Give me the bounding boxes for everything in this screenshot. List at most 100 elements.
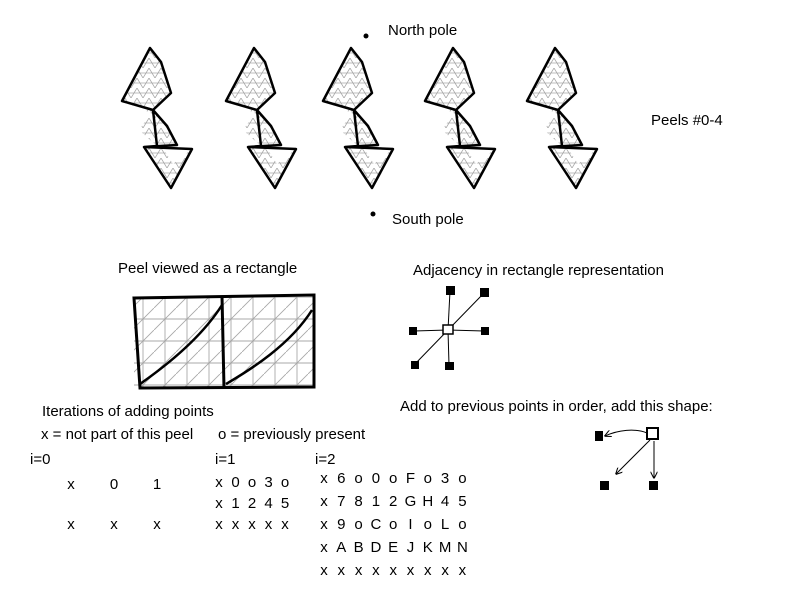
peels-group <box>120 46 599 190</box>
grid-i2-cell: 8 <box>354 493 363 510</box>
legend-o-label: o = previously present <box>218 426 366 443</box>
shape-node-left <box>595 431 603 441</box>
grid-i2-cell: 7 <box>337 493 346 510</box>
grid-i2-cell: 2 <box>389 493 398 510</box>
peel-0 <box>120 46 194 190</box>
grid-i2-cell: x <box>320 470 328 487</box>
grid-i2-cell: o <box>423 470 432 487</box>
north-pole-label: North pole <box>388 22 458 39</box>
north-pole-dot <box>363 33 369 39</box>
grid-i0-cell: x <box>67 476 75 493</box>
shape-node-lower-left <box>600 481 609 490</box>
grid-i2-cell: o <box>423 516 432 533</box>
peel-rectangle <box>132 293 316 390</box>
grid-i0-cell: 1 <box>152 476 162 493</box>
add-shape-label: Add to previous points in order, add thi… <box>400 398 713 415</box>
grid-i1-cell: 0 <box>231 474 240 491</box>
grid-i2-cell: x <box>320 562 328 579</box>
adjacency-node-left <box>409 327 417 335</box>
grid-i2-cell: E <box>388 539 399 556</box>
grid-i0-cell: x <box>153 516 161 533</box>
grid-i1-cell: x <box>215 474 223 491</box>
grid-i2-cell: o <box>354 516 363 533</box>
iterations-label: Iterations of adding points <box>42 403 214 420</box>
grid-i1-cell: o <box>280 474 290 491</box>
grid-i2-cell: x <box>320 493 328 510</box>
grid-i2-cell: 0 <box>371 470 381 487</box>
grid-i2-cell: 4 <box>440 493 450 510</box>
grid-i0-cell: x <box>110 516 118 533</box>
shape-source-node <box>646 427 659 440</box>
adjacency-node-lower <box>445 362 454 370</box>
grid-i2-cell: x <box>458 562 467 579</box>
grid-i2-cell: 6 <box>337 470 346 487</box>
grid-i2-cell: 1 <box>371 493 381 510</box>
grid-i2-cell: x <box>406 562 415 579</box>
grid-i2-cell: C <box>370 516 382 533</box>
rect-view-label: Peel viewed as a rectangle <box>118 260 298 277</box>
grid-i2-cell: x <box>372 562 380 579</box>
grid-i2-cell: N <box>456 539 468 556</box>
grid-i2-cell: F <box>405 470 416 487</box>
grid-i2-cell: x <box>389 562 397 579</box>
grid-i2-cell: H <box>422 493 434 510</box>
iteration-i0-label: i=0 <box>30 451 51 468</box>
grid-i2-cell: J <box>406 539 415 556</box>
peel-2 <box>321 46 395 190</box>
grid-i2-cell: 5 <box>458 493 467 510</box>
add-shape-diagram <box>595 427 659 490</box>
south-pole-dot <box>370 211 376 217</box>
iteration-i2-label: i=2 <box>315 451 336 468</box>
legend-x-label: x = not part of this peel <box>41 426 194 443</box>
adjacency-node-lower-left <box>411 361 419 369</box>
grid-i2-cell: o <box>354 470 363 487</box>
grid-i1-cell: x <box>281 516 289 533</box>
grid-i1-cell: o <box>247 474 257 491</box>
peel-3 <box>423 46 497 190</box>
grid-i1-cell: x <box>264 516 273 533</box>
south-pole-label: South pole <box>392 211 464 228</box>
grid-i2-cell: A <box>336 539 347 556</box>
grid-i2-cell: x <box>441 562 449 579</box>
grid-i2-cell: 9 <box>337 516 346 533</box>
peels-label: Peels #0-4 <box>651 112 723 129</box>
grid-i2-cell: M <box>438 539 452 556</box>
grid-i1-cell: 2 <box>247 495 257 512</box>
grid-i2-cell: G <box>404 493 417 510</box>
peel-4 <box>525 46 599 190</box>
grid-i1-cell: x <box>248 516 256 533</box>
grid-i2-cell: L <box>440 516 450 533</box>
grid-i2-cell: x <box>320 516 328 533</box>
adjacency-node-right <box>481 327 489 335</box>
adjacency-diagram <box>409 286 489 370</box>
adjacency-center-node <box>442 324 454 335</box>
grid-i1-cell: 3 <box>264 474 273 491</box>
grid-i1-cell: x <box>215 495 223 512</box>
grid-i0-cell: x <box>67 516 75 533</box>
grid-i2-cell: x <box>354 562 363 579</box>
grid-i2-cell: B <box>353 539 364 556</box>
grid-i1-cell: x <box>231 516 240 533</box>
grid-i2-cell: o <box>458 470 467 487</box>
adjacency-label: Adjacency in rectangle representation <box>413 262 664 279</box>
grid-i2-cell: I <box>408 516 413 533</box>
grid-i2-cell: o <box>458 516 467 533</box>
grid-i2-cell: o <box>389 516 398 533</box>
grid-i1-cell: x <box>215 516 223 533</box>
grid-i2-cell: x <box>424 562 432 579</box>
adjacency-node-upper-right <box>480 288 489 297</box>
grid-i2-cell: x <box>320 539 328 556</box>
grid-i2-cell: K <box>422 539 433 556</box>
grid-i1-cell: 5 <box>280 495 290 512</box>
grid-i2-cell: x <box>337 562 346 579</box>
grid-i2-cell: o <box>389 470 398 487</box>
grid-i2-cell: D <box>370 539 382 556</box>
shape-node-lower-right <box>649 481 658 490</box>
grid-i1-cell: 4 <box>264 495 273 512</box>
adjacency-node-upper-left <box>446 286 455 295</box>
iteration-i1-label: i=1 <box>215 451 236 468</box>
grid-i0-cell: 0 <box>109 476 119 493</box>
peel-1 <box>224 46 298 190</box>
grid-i1-cell: 1 <box>231 495 240 512</box>
